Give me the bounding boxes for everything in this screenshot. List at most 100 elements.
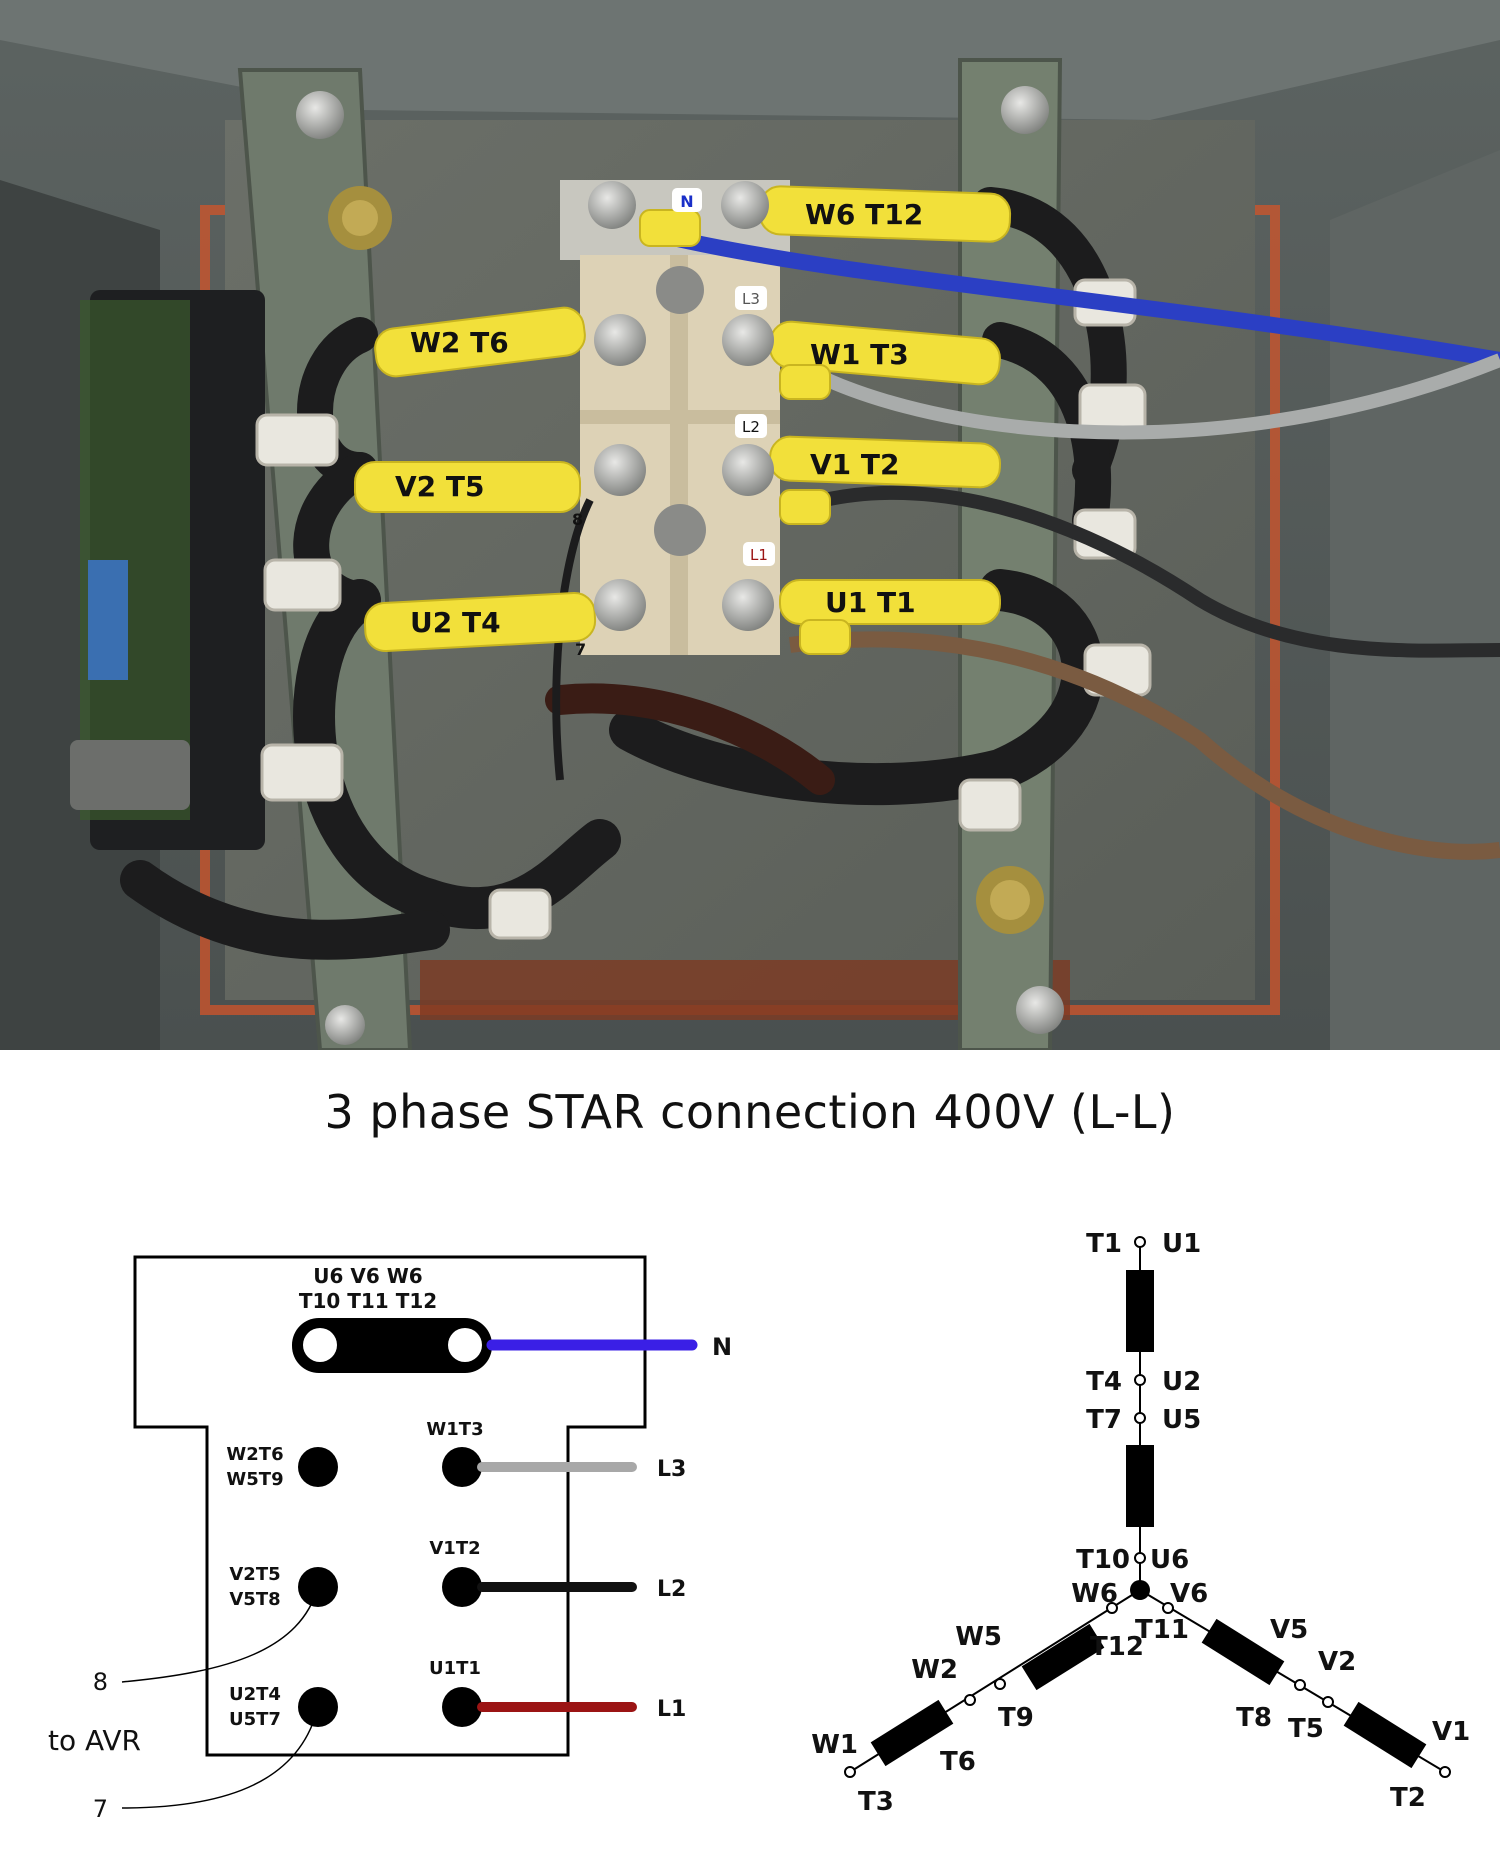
sleeve-label-w2-t6: W2 T6 [410, 326, 509, 359]
label-u5t7: U5T7 [229, 1709, 281, 1730]
label-v6: V6 [1170, 1579, 1208, 1609]
terminal-stud [722, 444, 774, 496]
label-t7: T7 [1086, 1405, 1122, 1435]
label-u1: U1 [1162, 1229, 1201, 1259]
label-w5t9: W5T9 [226, 1469, 283, 1490]
avr-caption: to AVR [48, 1724, 141, 1757]
label-t8: T8 [1236, 1703, 1272, 1733]
node-t4 [1134, 1374, 1146, 1386]
label-t10: T10 [1076, 1545, 1130, 1575]
avr-board [70, 290, 265, 850]
output-l3: L3 [657, 1457, 686, 1482]
winding-v5-v6 [1201, 1618, 1285, 1686]
label-t9: T9 [998, 1703, 1034, 1733]
bolt [325, 1005, 365, 1045]
label-w2: W2 [911, 1655, 958, 1685]
label-t6: T6 [940, 1747, 976, 1777]
neutral-wire [658, 227, 1500, 368]
node-t3 [844, 1766, 856, 1778]
terminal-w1t3 [442, 1447, 482, 1487]
bolt [976, 866, 1044, 934]
sleeve-label-8: 8 [572, 510, 583, 529]
label-v1t2: V1T2 [429, 1538, 480, 1559]
bridge-hole [303, 1328, 337, 1362]
sleeve-label-u1-t1: U1 T1 [825, 586, 916, 619]
label-w5: W5 [955, 1622, 1002, 1652]
winding-w1-w2 [870, 1699, 954, 1767]
label-t2: T2 [1390, 1783, 1426, 1813]
sleeve-label-v2-t5: V2 T5 [395, 470, 484, 503]
terminal-stud [656, 266, 704, 314]
bolt [328, 186, 392, 250]
node-t7 [1134, 1412, 1146, 1424]
winding-u5-u6 [1126, 1445, 1154, 1527]
l2-wire [787, 485, 1500, 658]
bolt [296, 91, 344, 139]
label-t3: T3 [858, 1787, 894, 1817]
label-u1t1: U1T1 [429, 1658, 481, 1679]
terminal-stud [588, 181, 636, 229]
label-t4: T4 [1086, 1367, 1122, 1397]
label-t12: T12 [1090, 1632, 1144, 1662]
terminal-stud [722, 314, 774, 366]
bridge-hole [448, 1328, 482, 1362]
tag-l1: L1 [750, 546, 768, 564]
l1-wire [788, 631, 1500, 860]
terminal-v1t2 [442, 1567, 482, 1607]
tag-l3: L3 [742, 290, 760, 308]
winding-w5-w6 [1021, 1623, 1105, 1691]
sleeve-label-u2-t4: U2 T4 [410, 606, 501, 639]
sleeve-label-7: 7 [575, 640, 586, 659]
sleeve-label-v1-t2: V1 T2 [810, 448, 899, 481]
terminal-stud [594, 444, 646, 496]
star-point-bridge [292, 1318, 492, 1373]
sleeve-label-w6-t12: W6 T12 [805, 198, 923, 231]
bolt [1016, 986, 1064, 1034]
terminal-w2t6 [298, 1447, 338, 1487]
terminal-stud [594, 579, 646, 631]
label-t5: T5 [1288, 1714, 1324, 1744]
output-l2: L2 [657, 1577, 686, 1602]
label-u6: U6 [1150, 1545, 1189, 1575]
label-v5t8: V5T8 [229, 1589, 280, 1610]
star-winding-diagram: T1 U1 T4 U2 T7 U5 T10 U6 W6 V6 T11 T12 W… [811, 1229, 1470, 1817]
winding-v1-v2 [1343, 1701, 1427, 1769]
label-w2t6: W2T6 [226, 1444, 283, 1465]
label-t11: T11 [1135, 1615, 1189, 1645]
node-t9 [994, 1678, 1006, 1690]
label-w1: W1 [811, 1730, 858, 1760]
node-t8 [1294, 1679, 1306, 1691]
label-v1: V1 [1432, 1717, 1470, 1747]
terminal-stud [654, 504, 706, 556]
node-t6 [964, 1694, 976, 1706]
node-t11 [1162, 1602, 1174, 1614]
terminal-stud [594, 314, 646, 366]
output-l1: L1 [657, 1697, 686, 1722]
avr-wire-7-label: 7 [93, 1795, 108, 1823]
avr-wire-8 [121, 1586, 319, 1683]
node-t2 [1439, 1766, 1451, 1778]
tag-l2: L2 [742, 418, 760, 436]
terminal-block-outline [133, 1255, 647, 1757]
l3-wire [786, 353, 1500, 440]
label-v2t5: V2T5 [229, 1564, 280, 1585]
terminal-stud [722, 579, 774, 631]
label-v5: V5 [1270, 1615, 1308, 1645]
avr-wire-7 [121, 1706, 319, 1809]
tag-n: N [680, 192, 693, 211]
node-t5 [1322, 1696, 1334, 1708]
label-u2: U2 [1162, 1367, 1201, 1397]
bolt [1001, 86, 1049, 134]
sleeve-label-w1-t3: W1 T3 [810, 338, 909, 371]
bridge-bottom-label: T10 T11 T12 [299, 1289, 437, 1313]
node-t12 [1106, 1602, 1118, 1614]
label-u5: U5 [1162, 1405, 1201, 1435]
bridge-top-label: U6 V6 W6 [313, 1264, 422, 1288]
terminal-u1t1 [442, 1687, 482, 1727]
node-t10 [1134, 1552, 1146, 1564]
label-v2: V2 [1318, 1647, 1356, 1677]
terminal-stud [721, 181, 769, 229]
label-u2t4: U2T4 [229, 1684, 281, 1705]
label-w6: W6 [1071, 1579, 1118, 1609]
terminal-block-diagram: U6 V6 W6 T10 T11 T12 N W2T6 W5T9 W1T3 L3… [48, 1255, 732, 1823]
